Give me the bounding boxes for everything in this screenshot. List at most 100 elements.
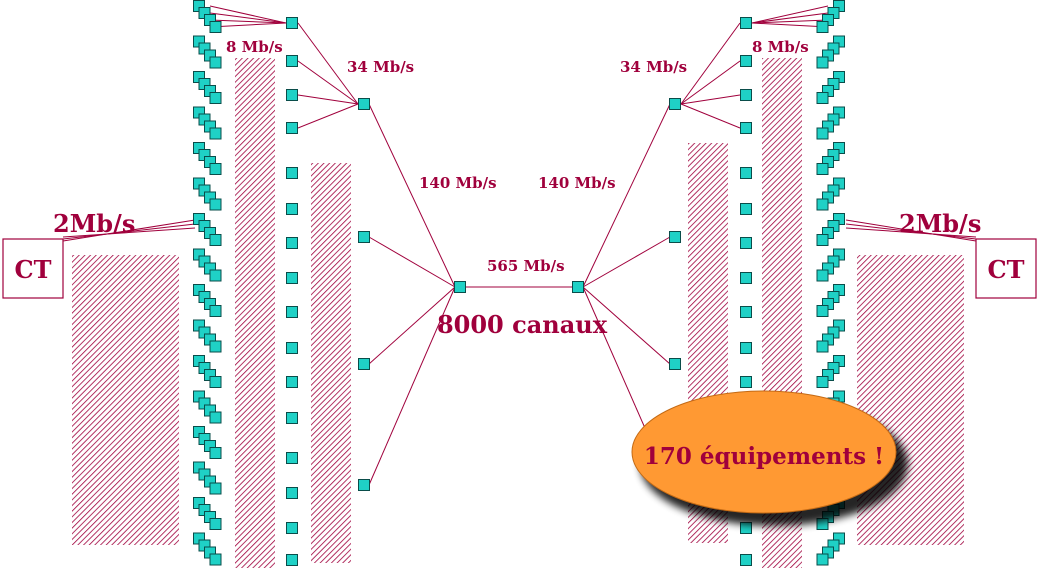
left-2mb-node-icon [209,305,222,317]
link-line [297,103,359,129]
link-line [845,227,977,238]
link-line [209,5,287,24]
left-8mb-node-icon [286,122,298,134]
left-34mb-node-icon [358,231,370,243]
right-8mb-node-icon [740,376,752,388]
link-line [582,103,671,288]
left-panel-34mb [311,163,351,563]
left-8mb-node-icon [286,452,298,464]
left-8mb-node-icon [286,376,298,388]
right-2mb-node-icon [816,127,829,140]
left-2mb-node-icon [209,21,222,33]
right-2mb-node-icon [816,376,829,388]
right-2mb-node-icon [816,234,829,246]
left-8mb-node-icon [286,17,298,29]
left-8mb-node-icon [286,342,298,354]
left-8mb-node-icon [286,412,298,424]
link-line [209,12,287,24]
right-8mb-node-icon [740,554,752,566]
left-2mb-node-icon [209,518,222,530]
right-34mb-label: 34 Mb/s [620,58,687,76]
right-8mb-node-icon [740,167,752,179]
link-line [582,236,671,288]
link-line [297,22,359,105]
left-panel-8mb [235,58,275,568]
right-2mb-node-icon [816,92,829,104]
left-8mb-node-icon [286,306,298,318]
right-8mb-node-icon [740,237,752,249]
left-34mb-node-icon [358,98,370,110]
left-8mb-node-icon [286,272,298,284]
right-34mb-node-icon [669,231,681,243]
left-34mb-node-icon [358,479,370,491]
left-8mb-label: 8 Mb/s [226,38,283,56]
right-8mb-node-icon [740,122,752,134]
left-34mb-label: 34 Mb/s [347,58,414,76]
right-2mb-equipment-stack [816,0,845,566]
left-2mb-label: 2Mb/s [53,209,135,238]
link-line [209,19,287,24]
left-2mb-node-icon [209,56,222,69]
right-8mb-node-icon [740,55,752,67]
left-ct-label: CT [15,255,52,284]
left-2mb-node-icon [209,340,222,353]
link-line [368,103,456,288]
left-2mb-node-icon [209,163,222,175]
right-2mb-node-icon [816,553,829,566]
left-2mb-node-icon [209,234,222,246]
right-2mb-node-icon [816,269,829,282]
right-8mb-node-icon [740,203,752,215]
right-8mb-node-icon [740,306,752,318]
right-2mb-node-icon [816,163,829,175]
right-8mb-node-icon [740,272,752,284]
right-140mb-label: 140 Mb/s [538,174,616,192]
link-line [680,60,741,105]
left-2mb-node-icon [209,198,222,211]
link-line [751,5,829,24]
link-line [680,103,741,129]
right-2mb-node-icon [816,340,829,353]
link-line [582,286,671,365]
left-8mb-node-icon [286,487,298,499]
right-2mb-label: 2Mb/s [899,209,981,238]
left-2mb-node-icon [209,482,222,495]
link-lines [62,5,977,486]
565mb-label: 565 Mb/s [487,257,565,275]
link-line [680,22,741,105]
link-line [845,219,977,242]
left-2mb-node-icon [209,92,222,104]
left-2mb-node-icon [209,447,222,459]
link-line [62,227,196,238]
link-line [297,94,359,105]
right-2mb-node-icon [816,56,829,69]
left-panel-ct [72,255,179,545]
left-2mb-node-icon [209,127,222,140]
left-8mb-node-icon [286,89,298,101]
right-8mb-node-icon [740,89,752,101]
left-8mb-node-icon [286,203,298,215]
link-line [209,22,287,28]
left-140mb-label: 140 Mb/s [419,174,497,192]
left-ct-box: CT [2,238,64,299]
left-8mb-node-icon [286,55,298,67]
left-8mb-node-icon [286,167,298,179]
link-line [368,286,456,365]
left-8mb-node-icon [286,554,298,566]
right-140mb-node-icon [572,281,584,293]
right-2mb-node-icon [816,198,829,211]
equipment-callout: 170 équipements ! [631,390,908,526]
link-line [751,12,829,24]
link-line [297,60,359,105]
channels-label: 8000 canaux [437,310,608,339]
right-34mb-node-icon [669,358,681,370]
link-line [680,94,741,105]
left-2mb-node-icon [209,376,222,388]
left-8mb-node-icon [286,522,298,534]
left-140mb-node-icon [454,281,466,293]
right-2mb-node-icon [816,21,829,33]
left-8mb-node-icon [286,237,298,249]
right-34mb-node-icon [669,98,681,110]
left-2mb-node-icon [209,553,222,566]
link-line [751,19,829,24]
